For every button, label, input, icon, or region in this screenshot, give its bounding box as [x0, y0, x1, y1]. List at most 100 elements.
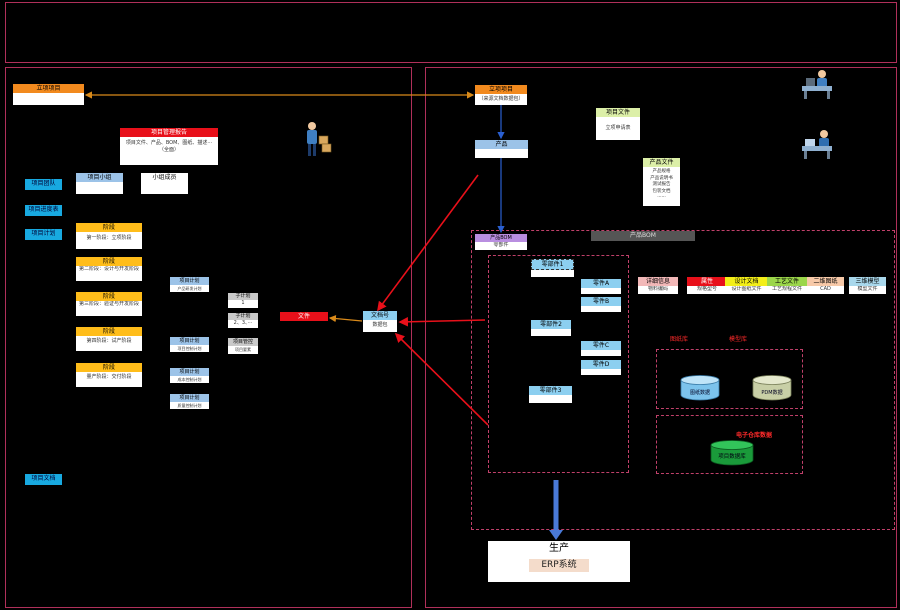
model-lib-label: 模型库: [729, 336, 748, 343]
phase-2[interactable]: 阶段 第二阶段：设计与开发阶段: [76, 257, 142, 281]
part-3-title: 零部件3: [529, 386, 572, 395]
red-report-card[interactable]: 项目管理报告 项目文件、产品、BOM、图纸、描述··· （全面）: [120, 128, 218, 165]
part-1[interactable]: 零部件1: [531, 259, 574, 277]
production-card[interactable]: 生产 ERP系统: [488, 541, 630, 582]
part-2-title: 零部件2: [531, 320, 571, 329]
red-report-line-2: （全面）: [158, 147, 179, 153]
drawing-lib-label: 图纸库: [670, 336, 689, 343]
red-report-title: 项目管理报告: [120, 128, 218, 137]
bom-container: [471, 230, 895, 530]
right-top-card-title: 立项项目: [475, 85, 527, 94]
attr-design-doc[interactable]: 设计文档 设计图纸文件: [725, 277, 768, 294]
drawing-db-label: 图纸数据: [689, 390, 710, 396]
project-file-card[interactable]: 项目文件 立项申请表: [596, 108, 640, 140]
attr-process-file[interactable]: 工艺文件 工艺规程文件: [767, 277, 807, 294]
plan-4[interactable]: 项目计划 质量控制计划: [170, 394, 209, 410]
person-with-boxes-icon: [307, 122, 332, 156]
project-db-label: 项目数据库: [718, 454, 746, 460]
phase-1[interactable]: 阶段 第一阶段：立项阶段: [76, 223, 142, 249]
part-c-title: 零件C: [581, 341, 621, 350]
pdm-db-container: [656, 349, 803, 409]
right-panel: [425, 67, 897, 608]
plan-3[interactable]: 项目计划 成本控制计划: [170, 368, 209, 384]
product-file-line-5: ······: [657, 195, 666, 200]
sub-plan-1-title: 子计划: [228, 293, 258, 300]
arrow-to-doc-2: [398, 317, 486, 327]
attr-property[interactable]: 属性 规格型号: [687, 277, 727, 294]
left-top-card[interactable]: 立项项目: [13, 84, 84, 105]
side-tag-plan[interactable]: 项目计划: [25, 229, 62, 240]
phase-3-body: 第三阶段：验证与开发阶段: [76, 301, 142, 316]
plan-2[interactable]: 项目计划 项目控制计划: [170, 337, 209, 353]
attr-design-doc-body: 设计图纸文件: [725, 286, 768, 294]
attr-design-doc-title: 设计文档: [725, 277, 768, 286]
plan-4-body: 质量控制计划: [170, 402, 209, 409]
plan-1-body: 产品研发计划: [170, 285, 209, 292]
part-b-title: 零件B: [581, 297, 621, 306]
part-2[interactable]: 零部件2: [531, 320, 571, 336]
parts-container: [488, 255, 629, 473]
sub-plan-1[interactable]: 子计划 1: [228, 293, 258, 308]
sub-plan-2-title: 子计划: [228, 313, 258, 320]
sub-plan-2[interactable]: 子计划 2、3、···: [228, 313, 258, 328]
attr-3d-model[interactable]: 三维模型 模型文件: [849, 277, 886, 294]
team-box-title: 项目小组: [76, 173, 123, 182]
side-tag-schedule[interactable]: 项目进度表: [25, 205, 62, 216]
product-bom-title: 产品BOM: [475, 234, 527, 242]
arrow-to-doc-1: [377, 174, 479, 312]
attr-2d-drawing[interactable]: 二维图纸 CAD: [807, 277, 844, 294]
plan-3-body: 成本控制计划: [170, 376, 209, 383]
doc-to-file-arrow: [328, 314, 363, 323]
product-bom-card[interactable]: 产品BOM 零部件: [475, 234, 527, 250]
attr-detail-title: 详细信息: [638, 277, 678, 286]
plan-2-title: 项目计划: [170, 337, 209, 345]
doc-center-body: 数据包: [363, 320, 397, 332]
side-tag-docs[interactable]: 项目文档: [25, 474, 62, 485]
phase-4[interactable]: 阶段 第四阶段：试产阶段: [76, 327, 142, 351]
file-red-label[interactable]: 文件: [280, 312, 328, 321]
plan-1-title: 项目计划: [170, 277, 209, 285]
attr-process-file-title: 工艺文件: [767, 277, 807, 286]
part-c[interactable]: 零件C: [581, 341, 621, 356]
engineer-at-desk-icon: [802, 130, 832, 159]
team-box[interactable]: 项目小组: [76, 173, 123, 194]
product-file-card[interactable]: 产品文件 产品规格 产品说明书 测试报告 包装文档 ······: [643, 158, 680, 206]
side-tag-team[interactable]: 项目团队: [25, 179, 62, 190]
project-file-title: 项目文件: [596, 108, 640, 117]
attr-3d-model-body: 模型文件: [849, 286, 886, 294]
doc-center-card[interactable]: 文档号 数据包: [363, 311, 397, 332]
bom-header: 产品BOM: [591, 231, 695, 241]
product-file-line-4: 包装文档: [652, 188, 671, 194]
phase-3[interactable]: 阶段 第三阶段：验证与开发阶段: [76, 292, 142, 316]
product-file-title: 产品文件: [643, 158, 680, 167]
manage-box-body: 项目要素: [228, 346, 258, 354]
right-top-card[interactable]: 立项项目 （来源文档数据包）: [475, 85, 527, 105]
part-3[interactable]: 零部件3: [529, 386, 572, 403]
member-box[interactable]: 小组成员: [141, 173, 188, 194]
attr-property-title: 属性: [687, 277, 727, 286]
product-file-line-3: 测试报告: [652, 182, 671, 187]
attr-3d-model-title: 三维模型: [849, 277, 886, 286]
attr-process-file-body: 工艺规程文件: [767, 286, 807, 294]
part-d[interactable]: 零件D: [581, 360, 621, 375]
member-box-title: 小组成员: [141, 173, 188, 182]
drawing-db-icon: [680, 375, 720, 401]
phase-2-title: 阶段: [76, 257, 142, 266]
pdm-db-icon: [752, 375, 792, 401]
manage-box[interactable]: 项目管控 项目要素: [228, 338, 258, 354]
part-b[interactable]: 零件B: [581, 297, 621, 312]
erp-system-label: ERP系统: [529, 559, 589, 572]
left-panel: [5, 67, 412, 608]
worker-at-desk-icon: [802, 70, 832, 99]
phase-5[interactable]: 阶段 量产阶段：交付阶段: [76, 363, 142, 387]
part-a[interactable]: 零件A: [581, 279, 621, 294]
product-file-line-1: 产品规格: [652, 169, 671, 174]
attr-detail[interactable]: 详细信息 物料编码: [638, 277, 678, 294]
doc-center-title: 文档号: [363, 311, 397, 320]
right-top-card-body: （来源文档数据包）: [475, 94, 527, 105]
product-card[interactable]: 产品: [475, 140, 528, 158]
plan-1[interactable]: 项目计划 产品研发计划: [170, 277, 209, 293]
arrow-to-doc-3: [394, 332, 489, 426]
product-card-title: 产品: [475, 140, 528, 149]
